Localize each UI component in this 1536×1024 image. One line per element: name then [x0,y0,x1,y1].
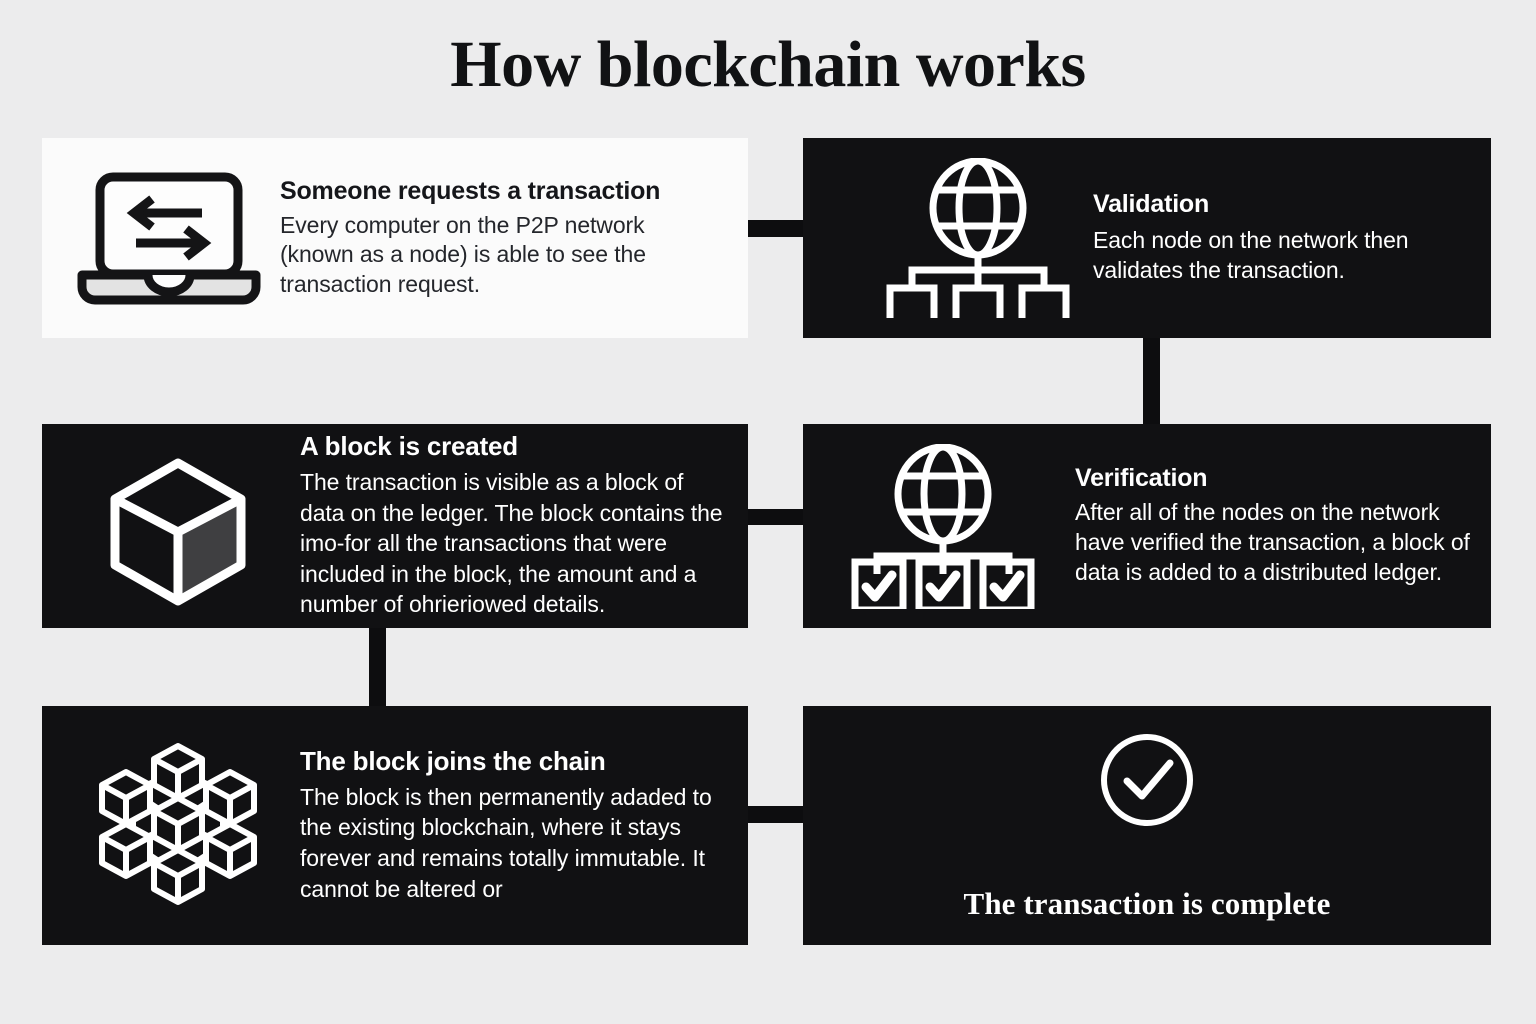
step-card-block[interactable]: A block is created The transaction is vi… [42,424,748,628]
step-card-text: The block joins the chain The block is t… [290,745,728,904]
step-card-text: Verification After all of the nodes on t… [1061,464,1477,588]
connector-block-to-chain [369,616,386,716]
step-card-validation[interactable]: Validation Each node on the network then… [803,138,1491,338]
step-body: The transaction is visible as a block of… [300,469,723,618]
step-body: Each node on the network then validates … [1093,227,1409,283]
check-circle-icon [1097,730,1197,830]
cube-icon [66,441,290,611]
step-card-text: A block is created The transaction is vi… [290,431,730,620]
globe-network-checkmarks-icon [825,443,1061,609]
step-card-text: Validation Each node on the network then… [1083,190,1465,285]
step-card-verification[interactable]: Verification After all of the nodes on t… [803,424,1491,628]
step-title: Verification [1075,464,1208,493]
step-title: A block is created [300,431,518,461]
step-title: The block joins the chain [300,745,606,776]
step-card-chain[interactable]: The block joins the chain The block is t… [42,706,748,945]
step-title: Someone requests a transaction [280,176,661,205]
step-body: The block is then permanently adaded to … [300,783,712,902]
globe-network-nodes-icon [873,158,1083,318]
step-body: After all of the nodes on the network ha… [1075,499,1470,585]
step-title: Validation [1093,190,1210,219]
page-title: How blockchain works [450,28,1086,101]
laptop-exchange-icon [66,171,272,306]
step-title: The transaction is complete [963,885,1331,921]
step-card-complete[interactable]: The transaction is complete [803,706,1491,945]
blockchain-cluster-icon [66,740,290,912]
step-body: Every computer on the P2P network (known… [280,211,646,297]
step-card-text: Someone requests a transaction Every com… [272,177,722,300]
step-card-request[interactable]: Someone requests a transaction Every com… [42,138,748,338]
connector-validation-to-verification [1143,330,1160,430]
